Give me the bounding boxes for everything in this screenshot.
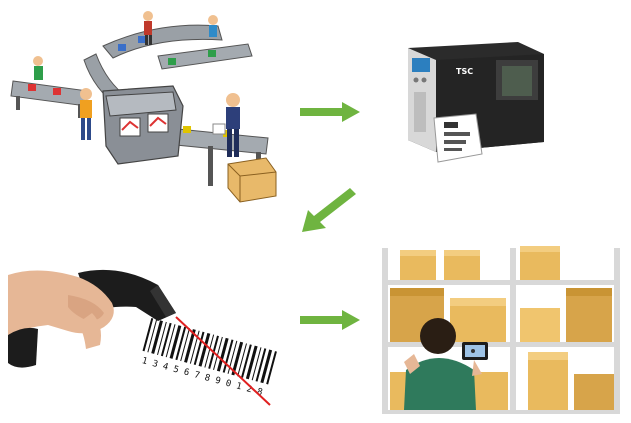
assembly-line-icon <box>10 11 277 203</box>
warehouse-illustration <box>378 242 623 414</box>
label-printer-icon: TSC <box>408 42 544 163</box>
right-arrow-icon <box>298 100 362 124</box>
printer-brand-label: TSC <box>456 67 473 76</box>
warehouse-shelves-icon <box>382 246 620 414</box>
diagonal-arrow-icon <box>298 186 358 236</box>
assembly-line-illustration <box>8 6 298 206</box>
right-arrow-icon <box>298 308 362 332</box>
worker-figure <box>143 11 153 45</box>
barcode-scanner-illustration: 1 3 4 5 6 7 8 9 0 1 2 8 <box>8 255 293 415</box>
barcode-scanner-icon: 1 3 4 5 6 7 8 9 0 1 2 8 <box>8 269 284 406</box>
label-printer-illustration: TSC <box>398 36 548 168</box>
